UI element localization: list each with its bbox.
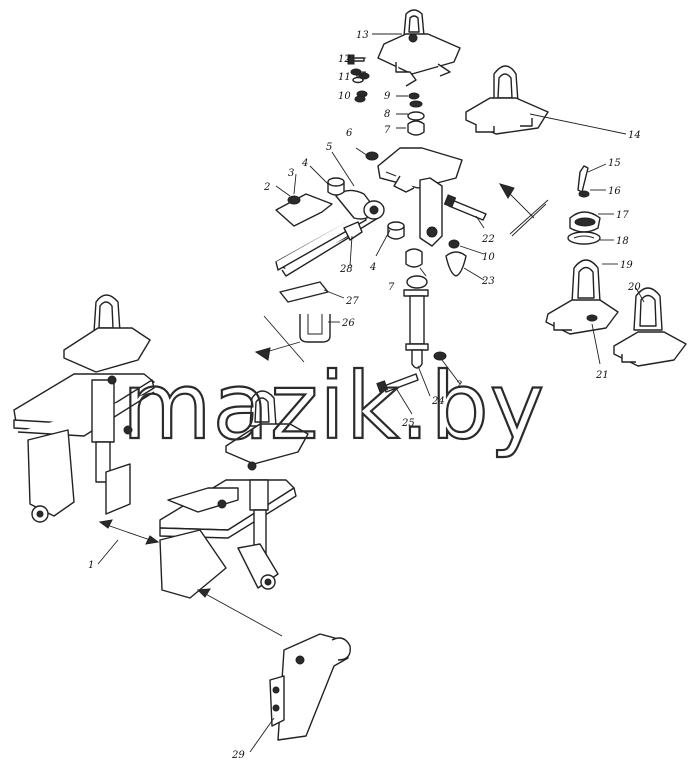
callout-7-top: 7 bbox=[384, 125, 391, 136]
nut-2-left bbox=[287, 195, 301, 205]
callout-16: 16 bbox=[608, 186, 621, 197]
part-18 bbox=[567, 231, 601, 245]
callouts: 13 12 11 10 9 8 7 14 15 16 17 18 19 20 2… bbox=[88, 30, 641, 761]
arrow-to-bracket-14 bbox=[498, 183, 549, 237]
callout-1: 1 bbox=[88, 560, 94, 571]
callout-8: 8 bbox=[384, 109, 390, 120]
nut-10-mid bbox=[448, 239, 460, 249]
callout-10-mid: 10 bbox=[482, 252, 495, 263]
nut-16 bbox=[578, 190, 590, 198]
callout-20: 20 bbox=[627, 282, 641, 293]
nut-10-top bbox=[354, 90, 368, 103]
callout-4-lower: 4 bbox=[369, 262, 376, 273]
callout-27: 27 bbox=[345, 296, 359, 307]
callout-11: 11 bbox=[338, 72, 351, 83]
center-suspension-assembly bbox=[159, 390, 309, 599]
left-suspension-assembly bbox=[13, 294, 155, 523]
callout-5: 5 bbox=[326, 142, 332, 153]
parts-9-8-7 bbox=[407, 92, 425, 136]
part-29-bracket bbox=[269, 633, 351, 741]
plate-27 bbox=[279, 281, 329, 303]
callout-14: 14 bbox=[628, 130, 641, 141]
nut-6 bbox=[365, 151, 379, 161]
callout-26: 26 bbox=[341, 318, 355, 329]
callout-9: 9 bbox=[384, 91, 391, 102]
bolt-25 bbox=[376, 373, 419, 393]
bracket-center bbox=[377, 147, 463, 247]
callout-23: 23 bbox=[481, 276, 495, 287]
lever-assembly bbox=[275, 189, 385, 277]
arrow-to-29 bbox=[196, 588, 283, 637]
callout-18: 18 bbox=[616, 236, 629, 247]
callout-22: 22 bbox=[481, 234, 495, 245]
bushing-4-lower bbox=[387, 221, 405, 240]
ubolt-26 bbox=[299, 314, 331, 343]
callout-15: 15 bbox=[608, 158, 621, 169]
part-13-mount bbox=[377, 9, 461, 87]
callout-13: 13 bbox=[356, 30, 369, 41]
callout-3: 3 bbox=[288, 168, 294, 179]
callout-10-top: 10 bbox=[338, 91, 351, 102]
part-14-mount bbox=[465, 65, 549, 135]
bolt-15 bbox=[577, 165, 589, 193]
callout-12: 12 bbox=[338, 54, 351, 65]
callout-4-upper: 4 bbox=[301, 158, 308, 169]
arrow-1 bbox=[98, 519, 160, 545]
callout-21: 21 bbox=[595, 370, 609, 381]
bump-23 bbox=[445, 251, 467, 277]
leader-lines bbox=[97, 33, 645, 753]
callout-25: 25 bbox=[401, 418, 415, 429]
callout-17: 17 bbox=[616, 210, 629, 221]
callout-19: 19 bbox=[620, 260, 633, 271]
part-19-bracket bbox=[545, 259, 619, 335]
callout-2-right: 2 bbox=[455, 380, 462, 391]
callout-28: 28 bbox=[339, 264, 353, 275]
bolt-12 bbox=[347, 54, 365, 65]
bushing-4-upper bbox=[327, 177, 345, 196]
callout-2-left: 2 bbox=[263, 182, 270, 193]
part-20-bracket bbox=[613, 287, 687, 367]
watermark: mazik.by bbox=[122, 353, 545, 460]
shock-absorber bbox=[403, 248, 429, 369]
callout-29: 29 bbox=[231, 750, 245, 761]
arrow-to-center-assembly bbox=[254, 315, 305, 363]
callout-7-lower: 7 bbox=[388, 282, 395, 293]
callout-24: 24 bbox=[431, 396, 445, 407]
part-17 bbox=[569, 211, 601, 233]
nut-21 bbox=[586, 314, 598, 322]
nut-2-right bbox=[433, 351, 447, 361]
bolt-22 bbox=[443, 194, 487, 221]
callout-6: 6 bbox=[346, 128, 353, 139]
